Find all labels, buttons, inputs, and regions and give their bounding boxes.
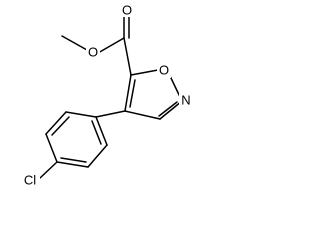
bond-methyl-methoxy-o (61, 35, 88, 51)
bond-ph-1-2 (65, 111, 97, 118)
atom-chlorine: Cl (24, 173, 36, 188)
atom-labels: O O O N Cl (20, 3, 193, 188)
bond-ph-3-4 (45, 133, 58, 163)
bond-carbonyl-c5 (123, 37, 132, 76)
atom-ring-nitrogen: N (181, 93, 190, 108)
bond-n-c3 (159, 100, 183, 120)
bond-ph-6-1 (95, 116, 108, 146)
bond-ph-inner-b (60, 157, 87, 163)
bonds (39, 15, 183, 179)
bond-c5-ring-o (130, 69, 159, 76)
bond-ph-inner-a (51, 116, 70, 136)
bond-ph-2-3 (45, 111, 67, 135)
bond-ph-cl (39, 161, 58, 179)
bond-methoxy-o-carbonyl-c (97, 37, 125, 54)
bond-n-c3-inner (158, 101, 178, 117)
bond-c3-c4 (124, 110, 161, 120)
chemical-structure-diagram: O O O N Cl (20, 2, 193, 188)
bond-ph-5-6 (87, 144, 108, 168)
bond-c4-c5-inner (129, 79, 136, 108)
bond-ph-inner-c (91, 120, 102, 145)
bond-c4-c5 (124, 74, 132, 112)
bond-c4-phenyl (95, 110, 126, 118)
bond-ph-4-5 (56, 161, 89, 168)
atom-carbonyl-oxygen: O (122, 3, 132, 18)
atom-ring-oxygen: O (159, 63, 169, 78)
atom-methoxy-oxygen: O (88, 45, 98, 60)
